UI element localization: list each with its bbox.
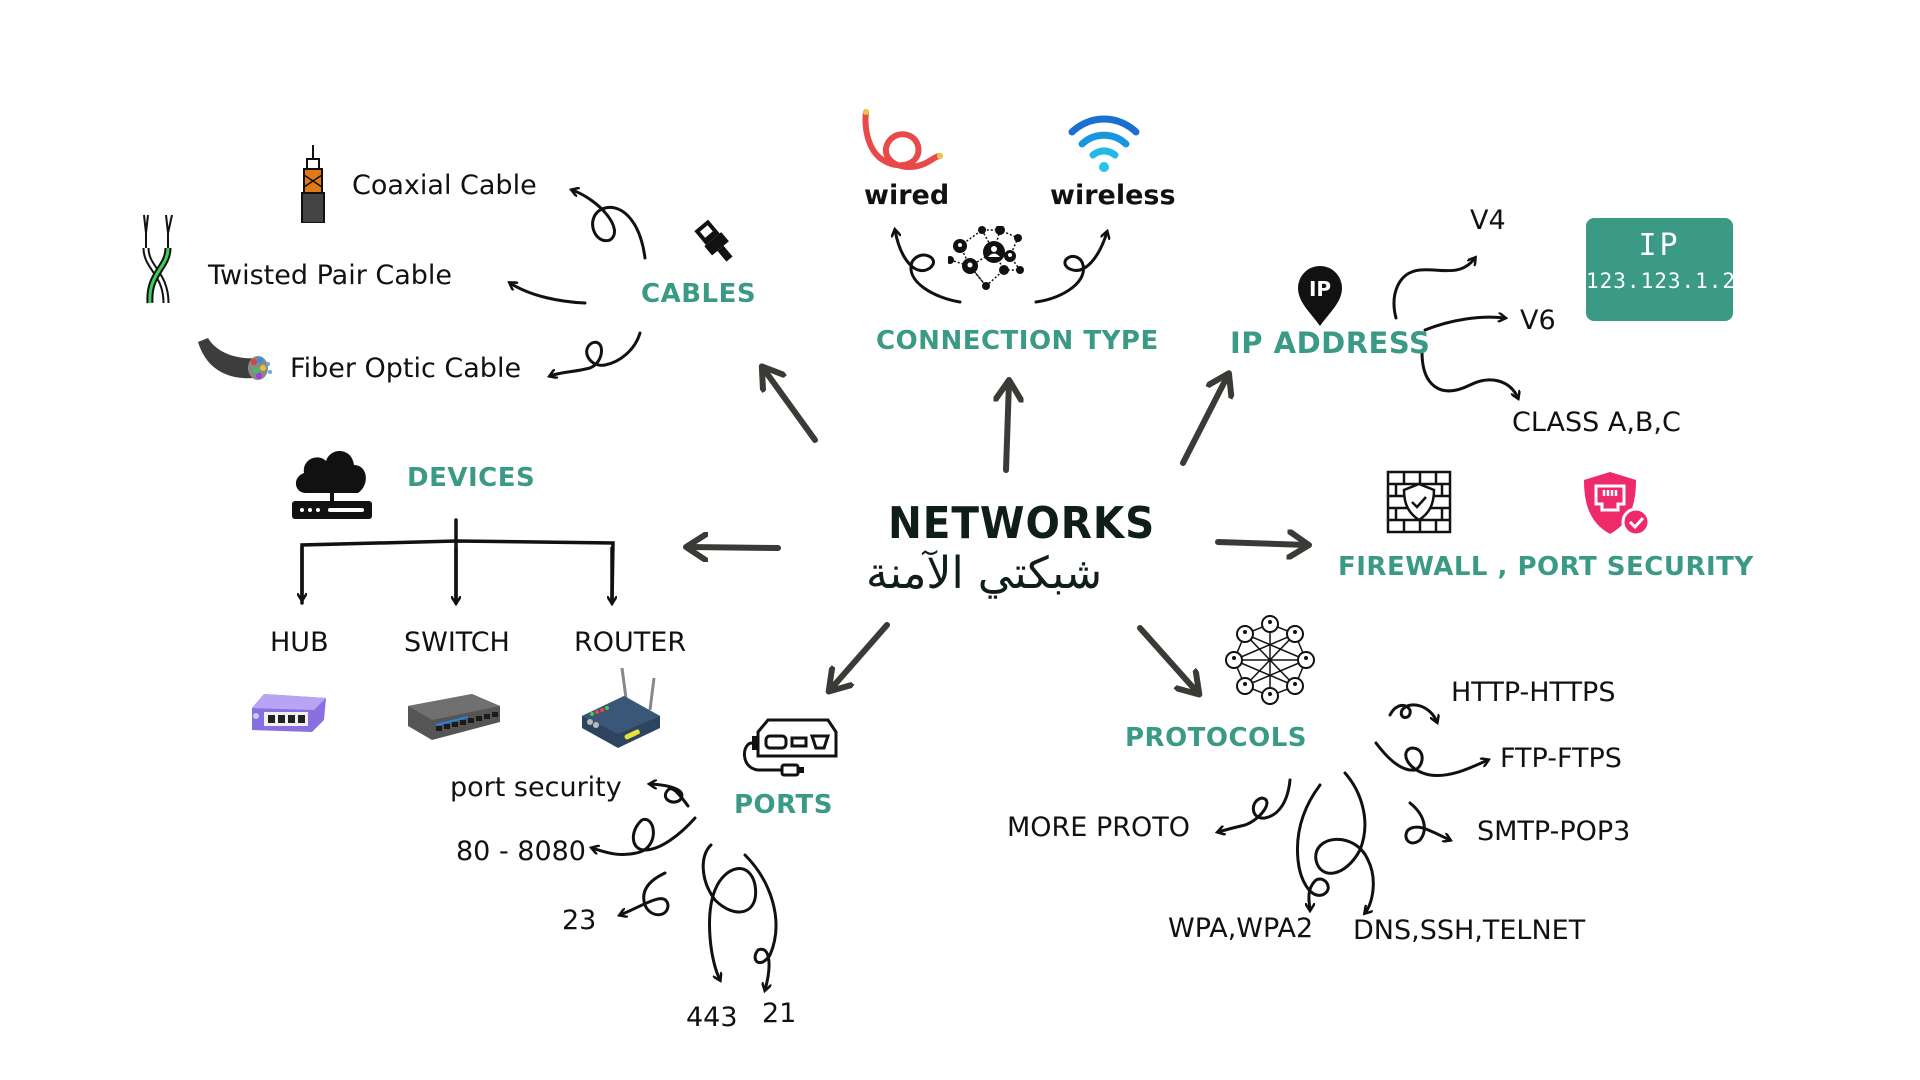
protocol-item-more-proto: MORE PROTO	[1007, 812, 1190, 843]
cables-heading: CABLES	[641, 279, 757, 309]
port-item-23: 23	[562, 905, 597, 936]
protocols-heading: PROTOCOLS	[1125, 723, 1307, 753]
red-cable-icon	[862, 109, 943, 170]
connection-item-wired: wired	[864, 180, 950, 211]
protocol-item-dns-ssh-telnet: DNS,SSH,TELNET	[1353, 915, 1586, 946]
network-graph-icon	[948, 226, 1024, 290]
protocol-item-smtp-pop3: SMTP-POP3	[1477, 816, 1631, 847]
hub-icon	[252, 694, 326, 732]
ip-item-v4: V4	[1470, 205, 1506, 236]
connection-item-wireless: wireless	[1050, 180, 1176, 211]
ip-example-card: IP 123.123.1.2	[1586, 218, 1737, 321]
protocol-item-http-https: HTTP-HTTPS	[1451, 677, 1616, 708]
device-item-hub: HUB	[270, 627, 329, 658]
protocol-item-ftp-ftps: FTP-FTPS	[1500, 743, 1622, 774]
port-item-21: 21	[762, 998, 797, 1029]
cloud-server-icon	[292, 450, 372, 519]
twisted-pair-icon	[142, 214, 173, 304]
firewall-icon	[1386, 470, 1452, 534]
ip-card-heading: IP	[1638, 228, 1681, 263]
port-item-80-8080: 80 - 8080	[456, 836, 586, 867]
port-item-port-security: port security	[450, 772, 622, 803]
mesh-network-icon	[1225, 615, 1315, 705]
device-item-router: ROUTER	[574, 627, 687, 658]
ethernet-plug-icon	[694, 219, 733, 262]
switch-icon	[408, 694, 500, 740]
svg-text:IP: IP	[1309, 277, 1331, 301]
wifi-icon	[1068, 115, 1140, 172]
ports-heading: PORTS	[734, 790, 833, 820]
arrow-to-security	[1215, 542, 1307, 545]
devices-heading: DEVICES	[407, 463, 536, 493]
device-item-switch: SWITCH	[404, 627, 510, 658]
security-heading: FIREWALL , PORT SECURITY	[1338, 552, 1754, 582]
fiber-optic-icon	[198, 338, 272, 380]
arrow-to-protocols	[1137, 625, 1198, 693]
ip-pin-icon: IP	[1298, 266, 1342, 326]
arrow-to-connection-type	[1006, 382, 1009, 473]
protocol-item-wpa: WPA,WPA2	[1168, 913, 1314, 944]
port-device-icon	[743, 718, 838, 777]
coaxial-cable-icon	[301, 145, 325, 223]
connection-type-heading: CONNECTION TYPE	[876, 326, 1159, 356]
ip-address-heading: IP ADDRESS	[1230, 326, 1431, 360]
port-item-443: 443	[686, 1002, 738, 1033]
cable-item-coaxial: Coaxial Cable	[352, 170, 537, 201]
arrow-to-ports	[830, 622, 890, 690]
center-title: NETWORKS	[888, 498, 1156, 549]
ip-item-class: CLASS A,B,C	[1512, 407, 1681, 438]
ip-card-value: 123.123.1.2	[1586, 269, 1737, 293]
arrow-to-cables	[763, 368, 818, 443]
arrow-to-devices	[688, 547, 781, 548]
cable-item-fiber-optic: Fiber Optic Cable	[290, 353, 522, 384]
arrow-to-ip-address	[1180, 375, 1228, 466]
center-subtitle-arabic: شبكتي الآمنة	[866, 548, 1103, 599]
ip-item-v6: V6	[1520, 305, 1556, 336]
port-security-shield-icon	[1584, 472, 1651, 537]
cable-item-twisted-pair: Twisted Pair Cable	[208, 260, 453, 291]
router-icon	[582, 668, 660, 748]
